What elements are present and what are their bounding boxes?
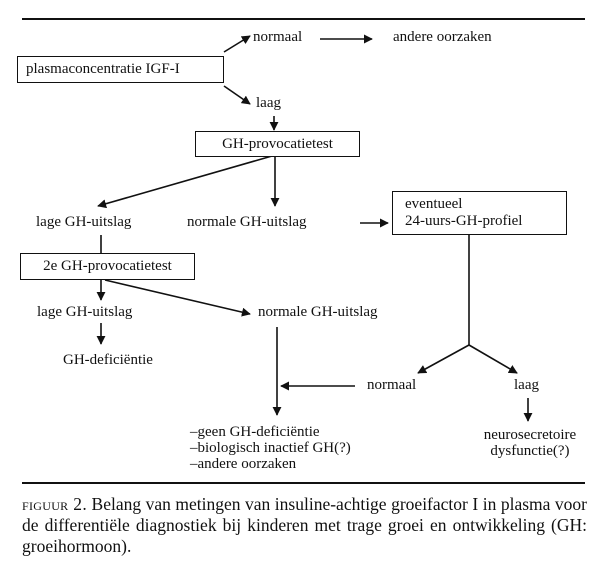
node-lage-gh-uitslag-1: lage GH-uitslag	[36, 214, 132, 230]
arrow-ghtest-to-lage	[97, 155, 273, 209]
outcome-item: –biologisch inactief GH(?)	[190, 440, 351, 456]
node-profiel-line1: eventueel	[405, 196, 463, 212]
arrow-2etest-to-normale2	[104, 279, 251, 317]
node-laag-profiel: laag	[514, 377, 539, 393]
figure-caption: figuur 2. Belang van metingen van insuli…	[22, 494, 587, 557]
node-24-uurs-gh-profiel: eventueel 24-uurs-GH-profiel	[392, 191, 567, 235]
node-2e-gh-provocatietest: 2e GH-provocatietest	[20, 253, 195, 280]
arrow-igf-to-normaal	[223, 35, 251, 53]
node-lage-gh-uitslag-2: lage GH-uitslag	[37, 304, 133, 320]
node-neurosecretoire-dysfunctie: neurosecretoire dysfunctie(?)	[478, 427, 582, 459]
outcome-item: –andere oorzaken	[190, 456, 297, 472]
node-gh-provocatietest: GH-provocatietest	[195, 131, 360, 157]
node-laag-top: laag	[256, 95, 281, 111]
node-gh-deficientie: GH-deficiëntie	[63, 352, 153, 368]
arrow-profiel-to-normaal	[417, 344, 470, 374]
node-normaal-profiel: normaal	[367, 377, 417, 393]
node-outcome-list: –geen GH-deficiëntie –biologisch inactie…	[190, 424, 351, 472]
node-plasma-igf: plasmaconcentratie IGF-I	[17, 56, 224, 83]
node-gh-provocatietest-label: GH-provocatietest	[222, 136, 333, 152]
top-rule	[22, 18, 585, 20]
node-profiel-line2: 24-uurs-GH-profiel	[405, 213, 523, 229]
outcome-item: –geen GH-deficiëntie	[190, 424, 320, 440]
node-andere-oorzaken-top: andere oorzaken	[393, 29, 492, 45]
figure-caption-text: Belang van metingen van insuline-achtige…	[22, 494, 587, 556]
bottom-rule	[22, 482, 585, 484]
node-normale-gh-uitslag-2: normale GH-uitslag	[258, 304, 378, 320]
figure-caption-label: figuur 2.	[22, 494, 88, 514]
neuro-line2: dysfunctie(?)	[490, 443, 570, 459]
node-normale-gh-uitslag-1: normale GH-uitslag	[187, 214, 307, 230]
node-2e-gh-provocatietest-label: 2e GH-provocatietest	[43, 258, 172, 274]
node-normaal-top: normaal	[253, 29, 303, 45]
node-plasma-igf-label: plasmaconcentratie IGF-I	[26, 61, 180, 77]
neuro-line1: neurosecretoire	[483, 427, 577, 443]
arrow-igf-to-laag	[223, 85, 251, 105]
arrow-profiel-to-laag	[468, 344, 518, 374]
